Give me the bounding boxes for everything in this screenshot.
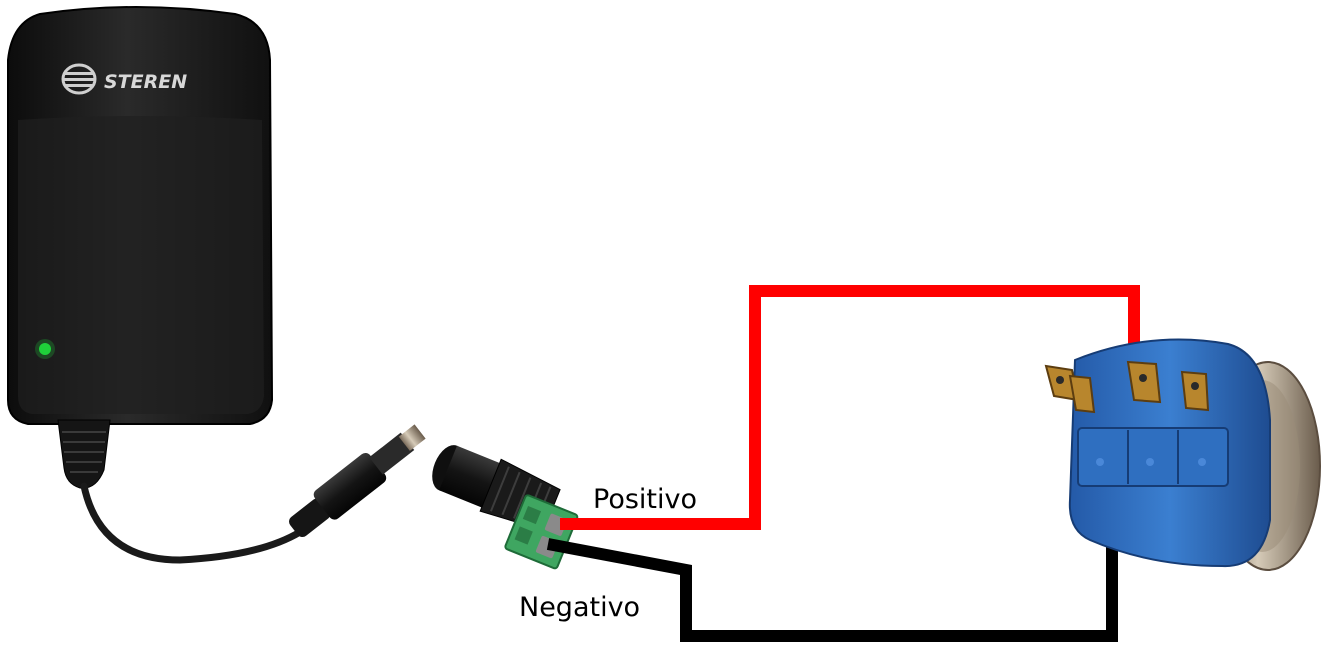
barrel-plug — [289, 424, 426, 538]
led-indicator — [39, 343, 51, 355]
power-adapter-icon: STEREN — [7, 6, 426, 564]
steren-logo: STEREN — [61, 63, 187, 95]
brand-logo-text: STEREN — [104, 71, 187, 93]
adapter-cable — [80, 482, 304, 564]
positive-label: Positivo — [593, 484, 697, 515]
positive-wire — [560, 285, 1140, 530]
adapter-strain-relief — [57, 419, 111, 489]
adapter-front-face — [18, 116, 264, 414]
negative-label: Negativo — [519, 592, 640, 623]
negative-wire — [546, 482, 1118, 642]
switch-base-block — [1077, 427, 1229, 487]
pushbutton-switch-icon — [1044, 338, 1321, 571]
